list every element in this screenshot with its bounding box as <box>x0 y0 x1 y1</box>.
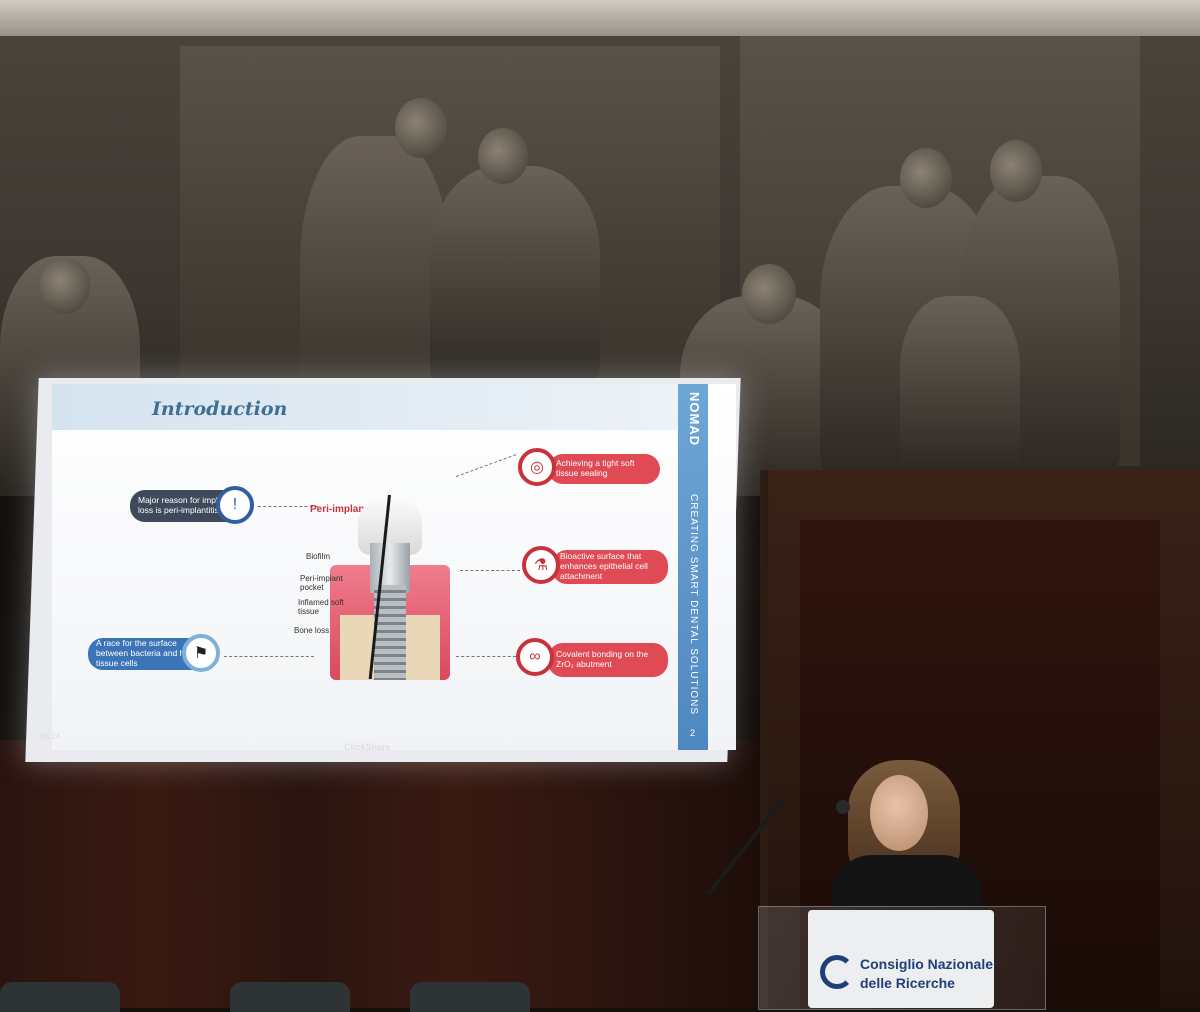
mural-head <box>395 98 447 158</box>
cnr-logo-icon <box>820 955 854 989</box>
speaker-face <box>870 775 928 851</box>
right-item-2: Bioactive surface that enhances epitheli… <box>552 550 668 584</box>
right-item-3: Covalent bonding on the ZrO₂ abutment <box>548 643 668 677</box>
connector-line <box>224 656 314 657</box>
brand-logo: NOMAD <box>687 392 702 447</box>
podium-sign-line-2: delle Ricerche <box>860 975 955 991</box>
right-item-text: Bioactive surface that enhances epitheli… <box>560 551 648 581</box>
implant-abutment <box>370 543 410 593</box>
chair <box>230 982 350 1012</box>
bond-icon: ∞ <box>516 638 554 676</box>
mural-head <box>900 148 952 208</box>
connector-line <box>258 506 318 507</box>
mural-figure <box>900 296 1020 476</box>
chair <box>410 982 530 1012</box>
flask-icon: ⚗ <box>522 546 560 584</box>
lower-wall <box>0 740 760 1008</box>
chair <box>0 982 120 1012</box>
right-item-text: Achieving a tight soft tissue sealing <box>556 458 635 478</box>
diagram-label: Inflamed soft tissue <box>298 598 344 616</box>
screen-clock: 08:24 <box>40 732 61 741</box>
podium-sign-line-1: Consiglio Nazionale <box>860 956 994 972</box>
connector-line <box>456 656 516 657</box>
mural-head <box>40 258 90 314</box>
mural-head <box>478 128 528 184</box>
implant-diagram <box>330 494 450 680</box>
checkered-flags-icon: ⚑ <box>182 634 220 672</box>
speaker-body <box>832 855 982 915</box>
slide-tagline: CREATING SMART DENTAL SOLUTIONS <box>688 494 699 716</box>
audience-chairs <box>0 970 560 1012</box>
mural-head <box>990 140 1042 202</box>
slide-page-number: 2 <box>690 728 696 738</box>
diagram-label: Biofilm <box>306 552 331 561</box>
left-item-text: A race for the surface between bacteria … <box>96 638 196 668</box>
right-item-text: Covalent bonding on the ZrO₂ abutment <box>556 649 649 669</box>
connector-line <box>460 570 520 571</box>
peri-implantitis-label: Peri-implantitis <box>310 504 383 515</box>
exclamation-icon: ! <box>216 486 254 524</box>
target-icon: ◎ <box>518 448 556 486</box>
left-item-text: Major reason for implant loss is peri-im… <box>138 495 230 515</box>
ceiling <box>0 0 1200 42</box>
microphone-head <box>836 800 850 814</box>
clickshare-label: ClickShare <box>344 742 391 752</box>
mural-head <box>742 264 796 324</box>
right-item-1: Achieving a tight soft tissue sealing <box>548 454 660 484</box>
slide-sidebar <box>678 384 708 750</box>
mural-figure <box>430 166 600 386</box>
diagram-label: Peri-implant pocket <box>300 574 343 592</box>
diagram-label: Bone loss <box>294 626 330 635</box>
slide-title: Introduction <box>152 398 288 420</box>
slide-header: Introduction <box>52 384 678 430</box>
